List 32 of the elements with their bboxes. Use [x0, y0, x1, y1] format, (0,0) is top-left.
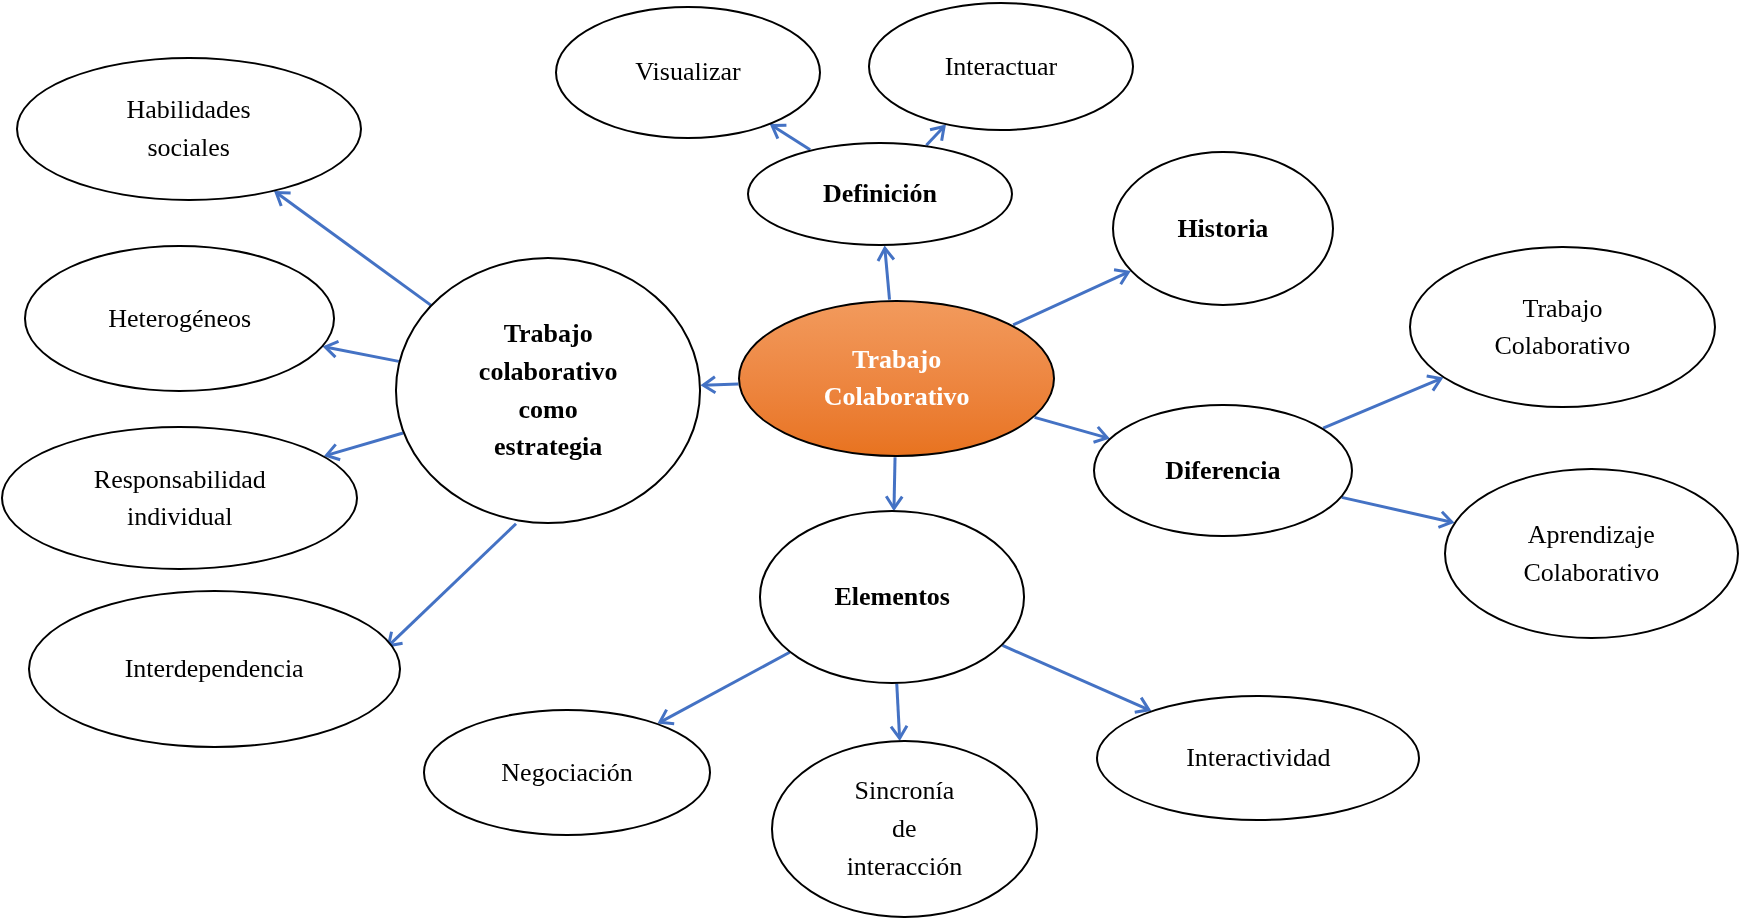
arrow [770, 123, 811, 152]
arrow [884, 457, 904, 510]
arrow [323, 339, 400, 363]
arrow [1034, 415, 1109, 444]
node-text: Responsabilidad individual [92, 463, 267, 534]
node-text: Definición [822, 178, 937, 211]
node-text: Heterogéneos [108, 302, 252, 335]
arrow [1012, 268, 1130, 327]
node-text: Trabajo Colaborativo [822, 343, 971, 414]
arrow [1341, 495, 1454, 529]
arrow [701, 375, 739, 395]
node-text: Sincronía de interacción [845, 775, 964, 883]
arrow [876, 246, 896, 300]
arrow [1322, 374, 1443, 430]
arrow [274, 191, 432, 307]
node-text: Habilidades sociales [125, 94, 252, 164]
node-text: Interdependencia [124, 653, 304, 686]
node-text: Historia [1177, 212, 1269, 245]
arrow [324, 431, 404, 462]
node-text: Diferencia [1165, 454, 1281, 487]
node-text: Interactuar [944, 50, 1058, 83]
node-text: Trabajo colaborativo como estrategia [477, 318, 619, 464]
node-text: Interactividad [1186, 742, 1331, 775]
node-text: Negociación [501, 756, 633, 789]
arrow [386, 522, 518, 648]
arrow [658, 650, 791, 726]
node-text: Trabajo Colaborativo [1493, 292, 1632, 363]
node-text: Elementos [834, 581, 950, 614]
node-text: Visualizar [635, 56, 741, 89]
arrow [1001, 644, 1151, 714]
node-text: Aprendizaje Colaborativo [1522, 519, 1661, 589]
arrow [889, 683, 909, 740]
